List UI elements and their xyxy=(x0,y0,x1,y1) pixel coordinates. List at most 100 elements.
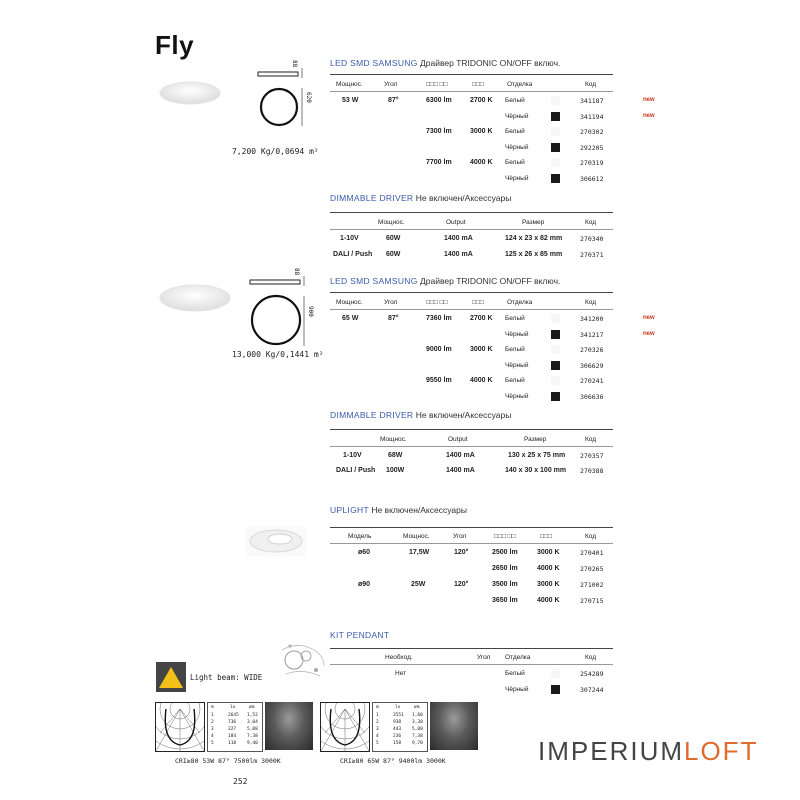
swatch-white xyxy=(551,314,560,323)
table-cell: 3 xyxy=(211,727,214,732)
angle-cell: 87° xyxy=(388,315,399,322)
swatch-black xyxy=(551,143,560,152)
weight-label: 7,200 Kg/0,0694 m² xyxy=(232,147,319,156)
new-badge: new xyxy=(643,113,655,119)
driver-type-cell: DALI / Push xyxy=(336,467,376,474)
swatch-white xyxy=(551,158,560,167)
table-cell: 938 xyxy=(393,720,402,725)
dim-diameter-label: 620 xyxy=(305,92,312,103)
led-section-heading: LED SMD SAMSUNG Драйвер TRIDONIC ON/OFF … xyxy=(330,276,560,286)
angle-cell: 120° xyxy=(454,581,469,588)
need-cell: Нет xyxy=(395,670,407,677)
code-cell: 270241 xyxy=(580,377,604,385)
power-cell: 65 W xyxy=(342,315,359,322)
col-header: Output xyxy=(446,219,466,226)
code-cell: 270302 xyxy=(580,128,604,136)
finish-cell: Чёрный xyxy=(505,144,529,151)
col-header: Угол xyxy=(453,533,467,540)
code-cell: 341194 xyxy=(580,113,604,121)
lumen-cell: 7300 lm xyxy=(426,128,452,135)
finish-cell: Белый xyxy=(505,97,525,104)
code-cell: 270265 xyxy=(580,565,604,573)
swatch-white xyxy=(551,669,560,678)
lumen-cell: 2500 lm xyxy=(492,549,518,556)
uplight-heading-rest: Не включен/Аксессуары xyxy=(371,505,467,515)
page-title: Fly xyxy=(155,30,195,60)
col-header: Код xyxy=(585,436,597,443)
weight-label: 13,000 Kg/0,1441 m² xyxy=(232,350,324,359)
dimension-drawing-620: 88 620 xyxy=(252,60,312,130)
lumen-cell: 3650 lm xyxy=(492,597,518,604)
finish-cell: Чёрный xyxy=(505,686,529,693)
lumen-cell: 7360 lm xyxy=(426,315,452,322)
swatch-black xyxy=(551,685,560,694)
kit-heading-blue: KIT PENDANT xyxy=(330,630,390,640)
divider xyxy=(330,446,613,447)
lumen-cell: 7700 lm xyxy=(426,159,452,166)
angle-cell: 120° xyxy=(454,549,469,556)
swatch-black xyxy=(551,392,560,401)
dimmable-section-heading: DIMMABLE DRIVER Не включен/Аксессуары xyxy=(330,410,511,420)
swatch-black xyxy=(551,174,560,183)
code-cell: 306629 xyxy=(580,362,604,370)
kelvin-cell: 4000 K xyxy=(537,597,560,604)
col-header: Угол xyxy=(384,299,398,306)
col-header: □□□ □□ xyxy=(426,81,448,88)
col-header: □□□ xyxy=(472,81,484,88)
swatch-white xyxy=(551,96,560,105)
kelvin-cell: 2700 K xyxy=(470,315,493,322)
finish-cell: Чёрный xyxy=(505,362,529,369)
code-cell: 307244 xyxy=(580,686,604,694)
light-distribution-image xyxy=(430,702,478,750)
table-cell: 7,38 xyxy=(412,734,423,739)
col-header: Необход. xyxy=(385,654,413,661)
photometric-diagram xyxy=(139,668,221,752)
light-beam-icon xyxy=(156,662,186,692)
col-header: □□□ xyxy=(540,533,552,540)
size-cell: 130 x 25 x 75 mm xyxy=(508,452,566,459)
code-cell: 271002 xyxy=(580,581,604,589)
table-cell: 3551 xyxy=(393,713,404,718)
dimmable-heading-rest: Не включен/Аксессуары xyxy=(415,410,512,420)
table-cell: 5,08 xyxy=(412,727,423,732)
col-header: Угол xyxy=(384,81,398,88)
finish-cell: Белый xyxy=(505,377,525,384)
code-cell: 341200 xyxy=(580,315,604,323)
code-cell: 270340 xyxy=(580,235,604,243)
table-cell: 2 xyxy=(211,720,214,725)
col-header: Мощнос. xyxy=(403,533,430,540)
table-cell: 4 xyxy=(376,734,379,739)
kelvin-cell: 4000 K xyxy=(470,377,493,384)
table-cell: 3 xyxy=(376,727,379,732)
finish-cell: Чёрный xyxy=(505,393,529,400)
col-header: Модель xyxy=(348,533,372,540)
dim-height-label: 88 xyxy=(293,268,300,276)
power-cell: 17,5W xyxy=(409,549,430,556)
table-cell: 158 xyxy=(393,741,402,746)
table-cell: 3,30 xyxy=(412,720,423,725)
table-cell: 327 xyxy=(228,727,237,732)
swatch-black xyxy=(551,330,560,339)
brand-main: IMPERIUM xyxy=(538,736,684,766)
power-cell: 53 W xyxy=(342,97,359,104)
col-header: Отделка xyxy=(505,654,531,661)
divider xyxy=(330,292,613,293)
led-section-heading: LED SMD SAMSUNG Драйвер TRIDONIC ON/OFF … xyxy=(330,58,560,68)
col-header: Код xyxy=(585,219,597,226)
kit-section-heading: KIT PENDANT xyxy=(330,630,389,640)
code-cell: 270319 xyxy=(580,159,604,167)
swatch-white xyxy=(551,127,560,136)
dim-height-label: 88 xyxy=(291,60,298,68)
dimmable-heading-blue: DIMMABLE DRIVER xyxy=(330,193,414,203)
col-header: Код xyxy=(585,654,597,661)
col-header: Отделка xyxy=(507,81,533,88)
output-cell: 1400 mA xyxy=(446,467,475,474)
power-cell: 60W xyxy=(386,251,401,258)
finish-cell: Чёрный xyxy=(505,175,529,182)
dimmable-section-heading: DIMMABLE DRIVER Не включен/Аксессуары xyxy=(330,193,511,203)
uplight-section-heading: UPLIGHT Не включен/Аксессуары xyxy=(330,505,467,515)
finish-cell: Белый xyxy=(505,670,525,677)
table-head: øm xyxy=(414,705,420,710)
led-heading-blue: LED SMD SAMSUNG xyxy=(330,58,418,68)
kelvin-cell: 2700 K xyxy=(470,97,493,104)
